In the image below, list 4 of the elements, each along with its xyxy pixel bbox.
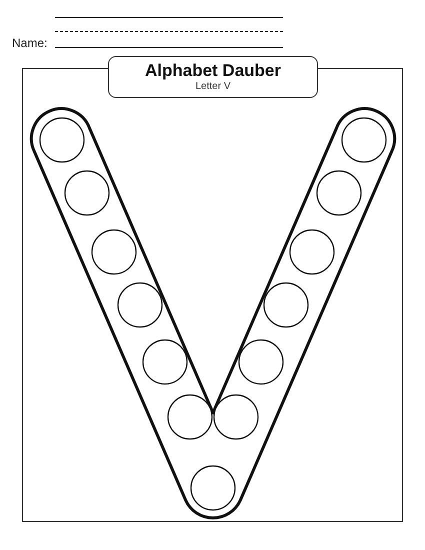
name-label: Name: xyxy=(12,36,48,50)
worksheet-subtitle: Letter V xyxy=(195,81,231,94)
title-box xyxy=(108,56,318,98)
worksheet-title: Alphabet Dauber xyxy=(144,60,282,82)
